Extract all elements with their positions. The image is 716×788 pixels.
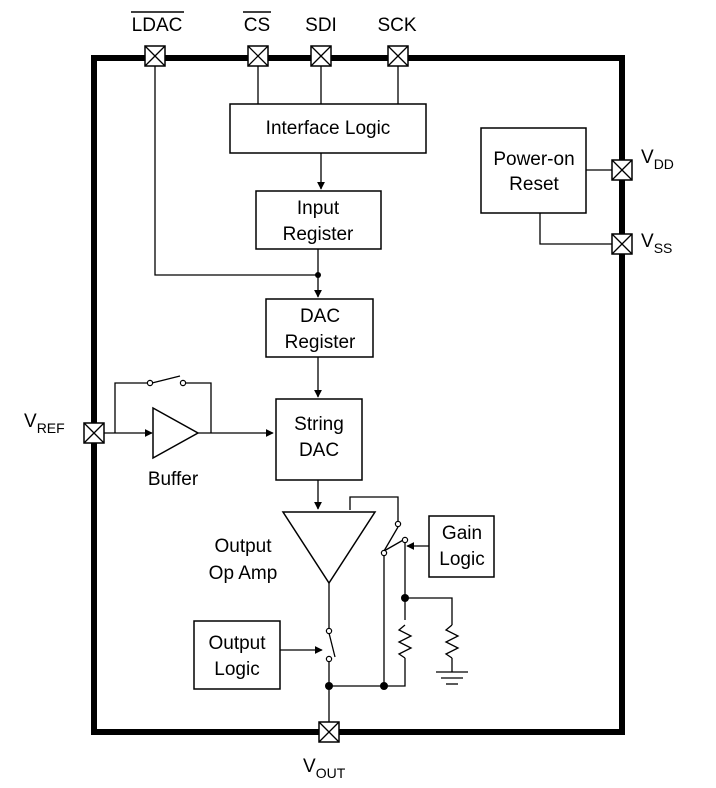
wiring: [102, 66, 614, 724]
switch-contact: [394, 520, 402, 528]
gain-logic-label: Logic: [439, 549, 484, 570]
pin-pad-vout: [318, 721, 340, 743]
pin-label-vss: VSS: [641, 231, 672, 256]
output-logic-label: Output: [208, 633, 266, 654]
pin-label-ldac: LDAC: [132, 15, 183, 36]
string-dac-label: String: [294, 414, 344, 435]
gain-logic-block: Gain Logic: [428, 515, 495, 578]
pin-pad-vdd: [611, 159, 633, 181]
dac-register-label: DAC: [300, 306, 340, 327]
buffer-amplifier: [152, 406, 200, 460]
pin-pad-ldac: [144, 45, 166, 67]
output-logic-label: Logic: [214, 659, 259, 680]
pin-pad-cs: [247, 45, 269, 67]
pin-pad-sck: [387, 45, 409, 67]
power-on-reset-label: Power-on: [493, 149, 574, 170]
pin-pad-sdi: [310, 45, 332, 67]
switch-contact: [179, 379, 187, 387]
gain-logic-label: Gain: [442, 523, 482, 544]
switch-contact: [325, 627, 333, 635]
switch-contact: [401, 536, 409, 544]
input-register-label: Input: [297, 198, 340, 219]
junction-dot: [315, 272, 321, 278]
junction-dot: [380, 682, 388, 690]
op-amp-label: Output: [214, 536, 272, 557]
power-on-reset-block: Power-on Reset: [480, 127, 587, 214]
output-logic-block: Output Logic: [193, 620, 281, 690]
pin-label-sck: SCK: [377, 15, 416, 36]
interface-logic-block: Interface Logic: [229, 103, 427, 154]
input-register-label: Register: [283, 224, 354, 245]
dac-register-block: DAC Register: [265, 298, 374, 358]
string-dac-block: String DAC: [275, 398, 363, 481]
pin-label-vref: VREF: [24, 411, 65, 436]
pin-pad-vref: [83, 422, 105, 444]
junction-dot: [401, 594, 409, 602]
junction-dot: [325, 682, 333, 690]
pin-label-sdi: SDI: [305, 15, 337, 36]
op-amp-label: Op Amp: [209, 563, 278, 584]
input-register-block: Input Register: [255, 190, 382, 250]
pin-label-cs: CS: [244, 15, 270, 36]
power-on-reset-label: Reset: [509, 174, 559, 195]
switch-contact: [146, 379, 154, 387]
output-op-amp: [281, 511, 377, 585]
string-dac-label: DAC: [299, 440, 339, 461]
switch-contact: [325, 655, 333, 663]
switch-contact: [380, 549, 388, 557]
pin-label-vout: VOUT: [303, 756, 346, 781]
dac-register-label: Register: [285, 332, 356, 353]
pin-label-vdd: VDD: [641, 147, 674, 172]
buffer-label: Buffer: [148, 469, 199, 490]
pin-pad-vss: [611, 233, 633, 255]
chip-outline: [91, 55, 625, 735]
interface-logic-label: Interface Logic: [266, 118, 391, 139]
